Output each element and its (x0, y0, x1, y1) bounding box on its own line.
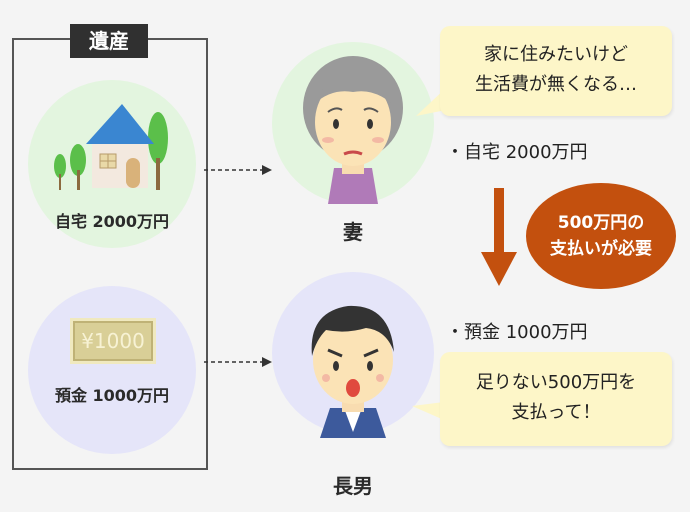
estate-title: 遺産 (70, 24, 148, 58)
home-to-wife-arrow (204, 165, 272, 175)
son-bubble-line1: 足りない500万円を (475, 372, 637, 393)
wife-speech-bubble: 家に住みたいけど 生活費が無くなる… (440, 26, 672, 116)
tree-icon (70, 144, 86, 176)
tree-icon (148, 112, 168, 164)
son-speech-bubble: 足りない500万円を 支払って！ (440, 352, 672, 446)
wife-bubble-line2: 生活費が無くなる… (475, 74, 637, 95)
wife-bubble-line1: 家に住みたいけど (484, 44, 628, 65)
tree-icon (54, 154, 66, 178)
son-bubble-tail (412, 402, 444, 420)
son-name: 長男 (333, 474, 373, 498)
deposit-to-son-arrow (204, 357, 272, 367)
home-asset-label: 自宅 2000万円 (54, 212, 170, 231)
deposit-asset-label: 預金 1000万円 (54, 386, 170, 405)
son-avatar-icon (311, 305, 394, 438)
house-icon (54, 104, 168, 190)
deposit-asset-circle (28, 286, 196, 454)
wife-name: 妻 (343, 220, 363, 244)
banknote-icon: ¥1000 (70, 318, 156, 364)
wife-bubble-tail (416, 88, 446, 116)
wife-inherits-text: ・自宅 2000万円 (446, 142, 588, 163)
payment-line1: 500万円の (557, 213, 645, 233)
payment-line2: 支払いが必要 (550, 239, 652, 259)
payment-down-arrow (481, 188, 517, 286)
son-bubble-line2: 支払って！ (511, 402, 601, 423)
payment-required-badge: 500万円の 支払いが必要 (526, 183, 676, 289)
son-inherits-text: ・預金 1000万円 (446, 322, 588, 343)
wife-avatar-icon (303, 56, 403, 204)
